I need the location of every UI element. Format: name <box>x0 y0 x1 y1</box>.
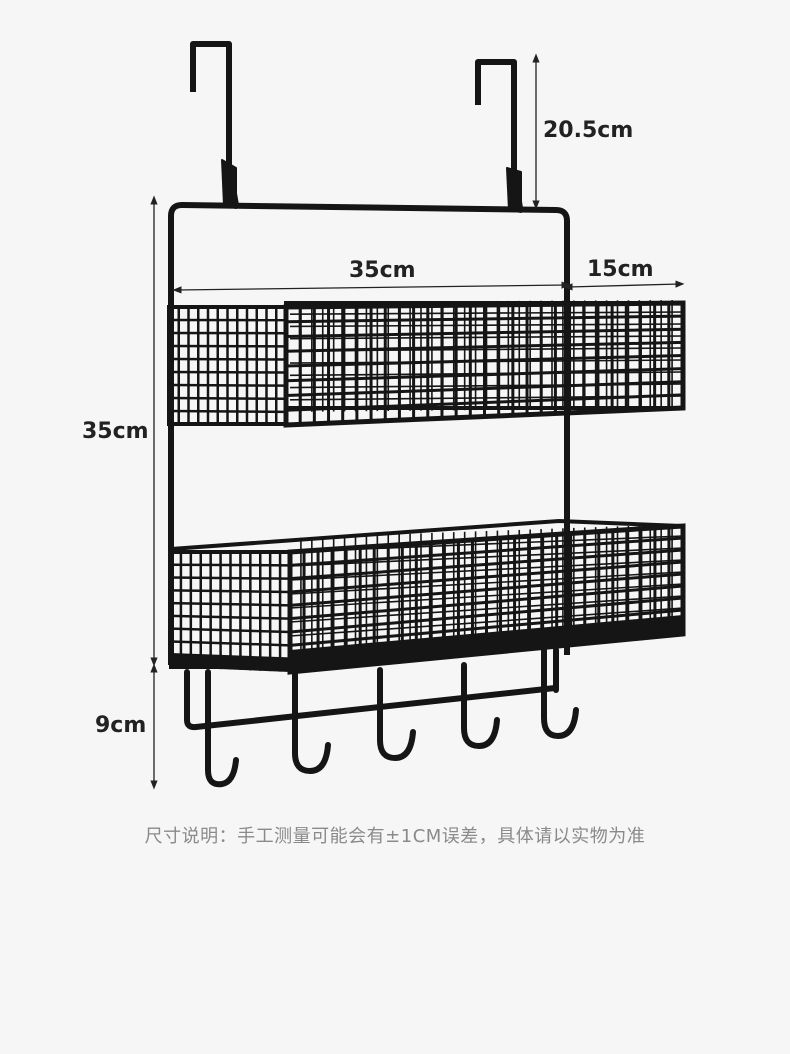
hook-5 <box>541 647 579 740</box>
rack-frame <box>168 201 570 665</box>
hook-1 <box>205 669 239 788</box>
lower-side-mesh-wire <box>170 640 291 647</box>
measurement-note: 尺寸说明：手工测量可能会有±1CM误差，具体请以实物为准 <box>144 826 646 847</box>
hook-3 <box>377 667 416 762</box>
upper-front-mesh-wire <box>285 367 684 383</box>
upper-front-mesh-wire <box>285 354 684 368</box>
lower-side-mesh-wire <box>170 576 291 580</box>
lower-side-mesh-wire <box>170 614 291 620</box>
lower-side-mesh-wire <box>170 627 291 634</box>
lower-front-mesh-wire <box>289 596 684 634</box>
upper-side-mesh-wire <box>168 370 287 374</box>
lower-side-mesh-wire <box>170 563 291 567</box>
lower-side-mesh-wire <box>170 601 291 607</box>
upper-side-mesh-wire <box>168 396 287 401</box>
dim-depth-line <box>563 280 685 291</box>
dim-depth-label: 15cm <box>587 257 654 282</box>
lower-side-mesh-wire <box>170 589 291 594</box>
door-hook-left <box>190 41 239 209</box>
hook-2 <box>292 669 331 775</box>
upper-front-mesh-wire <box>285 340 684 353</box>
dim-total-height-label: 35cm <box>82 419 149 444</box>
upper-side-mesh-wire <box>168 409 287 414</box>
lower-basket <box>169 518 686 675</box>
hook-4 <box>461 662 500 750</box>
lower-front-mesh-wire <box>289 572 684 607</box>
lower-front-mesh-wire <box>289 560 684 594</box>
upper-front-mesh-wire <box>285 380 684 397</box>
upper-front-mesh-wire <box>285 327 684 338</box>
dimension-lines <box>150 53 685 790</box>
utility-hooks <box>205 647 579 788</box>
lower-front-mesh-wire <box>289 584 684 621</box>
upper-front-mesh-wire <box>285 314 684 324</box>
lower-front-mesh-wire <box>289 548 684 581</box>
hook-bar <box>184 647 559 731</box>
dim-width-line <box>172 281 571 294</box>
dim-hook-row-label: 9cm <box>95 713 147 738</box>
upper-side-mesh-wire <box>168 383 287 387</box>
dim-hook-height-label: 20.5cm <box>543 118 634 143</box>
upper-front-mesh-wire <box>285 393 684 412</box>
upper-basket <box>167 300 686 428</box>
lower-front-mesh-wire <box>289 536 684 567</box>
dim-width-label: 35cm <box>349 258 416 283</box>
door-hook-right <box>475 59 523 213</box>
upper-back-mesh-wire <box>289 311 684 316</box>
lower-front-mesh-wire <box>289 608 684 647</box>
